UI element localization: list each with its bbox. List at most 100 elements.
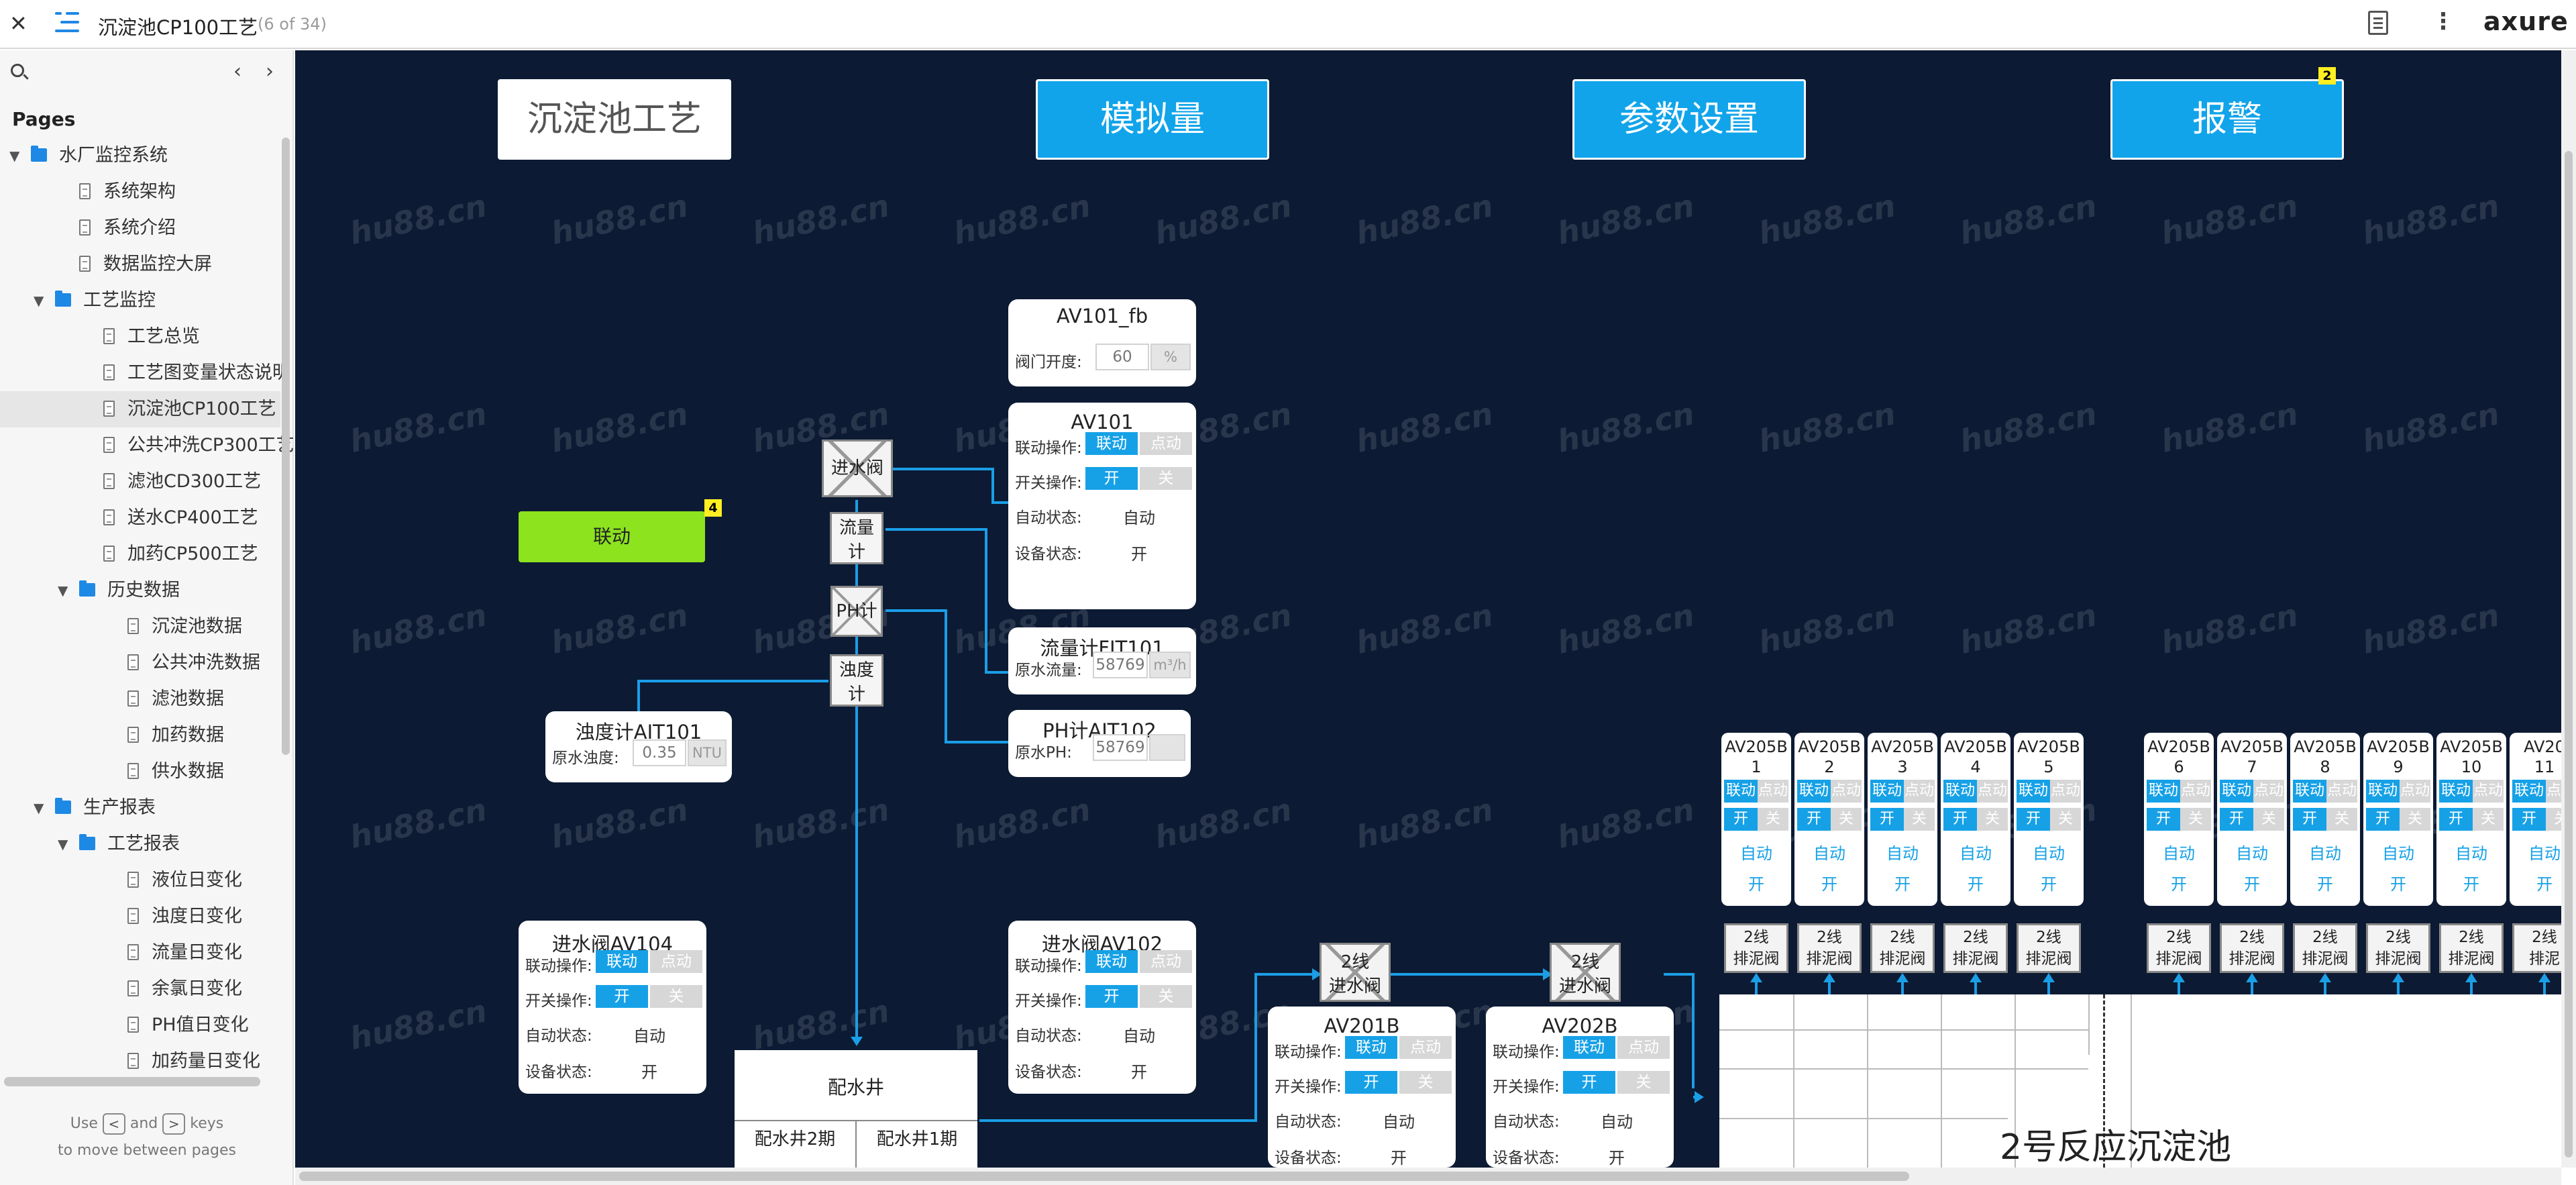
expand-arrow-icon[interactable]: ▼ [9,148,20,164]
open-button[interactable]: 开 [2366,808,2400,831]
hamburger-icon[interactable] [55,12,79,35]
page-item[interactable]: 余氯日变化 [0,971,280,1007]
open-button[interactable]: 开 [1724,808,1758,831]
page-item[interactable]: 公共冲洗CP300工艺 [0,427,294,464]
close-button[interactable]: 关 [1140,467,1192,490]
line2-inlet-valve-b[interactable]: 2线 进水阀 [1550,943,1621,1002]
link-button[interactable]: 联动 [1563,1036,1615,1059]
close-button[interactable]: 关 [2180,808,2211,831]
link-button[interactable]: 联动 [2147,780,2180,803]
link-button[interactable]: 联动 [1085,432,1138,455]
analog-page-button[interactable]: 模拟量 [1036,79,1269,160]
close-button[interactable]: 关 [2253,808,2284,831]
measure-value[interactable]: 0.35 [633,739,686,766]
canvas-vertical-scrollbar[interactable] [2561,50,2576,1168]
open-button[interactable]: 开 [2017,808,2050,831]
open-button[interactable]: 开 [1870,808,1904,831]
close-button[interactable]: 关 [1758,808,1788,831]
page-item[interactable]: 供水数据 [0,754,280,790]
drain-valve[interactable]: 2线 排泥阀 [2293,923,2357,973]
drain-valve[interactable]: 2线 排泥阀 [2017,923,2081,973]
page-item[interactable]: 液位日变化 [0,862,280,898]
page-item[interactable]: 送水CP400工艺 [0,500,280,536]
open-button[interactable]: 开 [1085,467,1138,490]
close-button[interactable]: 关 [1617,1071,1670,1094]
page-item[interactable]: 加药CP500工艺 [0,536,280,572]
spot-button[interactable]: 点动 [1831,780,1862,803]
drain-valve[interactable]: 2线 排泥阀 [2147,923,2211,973]
sidebar-horizontal-scrollbar[interactable] [4,1077,260,1086]
expand-arrow-icon[interactable]: ▼ [34,293,44,309]
open-button[interactable]: 开 [1563,1071,1615,1094]
link-button[interactable]: 联动 [1797,780,1831,803]
open-button[interactable]: 开 [1085,985,1138,1008]
search-icon[interactable] [11,64,24,77]
link-button[interactable]: 联动 [1724,780,1758,803]
close-button[interactable]: 关 [1904,808,1935,831]
mode-link-button[interactable]: 联动 [519,511,705,562]
close-button[interactable]: 关 [1399,1071,1452,1094]
measure-value[interactable]: 60 [1095,344,1149,370]
line2-inlet-valve-a[interactable]: 2线 进水阀 [1320,943,1391,1002]
more-vertical-icon[interactable]: ⋮ [2432,8,2455,35]
drain-valve[interactable]: 2线 排泥阀 [2220,923,2284,973]
link-button[interactable]: 联动 [1345,1036,1397,1059]
drain-valve[interactable]: 2线 排泥阀 [1797,923,1862,973]
open-button[interactable]: 开 [2439,808,2473,831]
link-button[interactable]: 联动 [2293,780,2326,803]
link-button[interactable]: 联动 [2512,780,2546,803]
close-button[interactable]: 关 [1831,808,1862,831]
close-button[interactable]: 关 [2400,808,2430,831]
close-button[interactable]: 关 [1977,808,2008,831]
folder-item[interactable]: ▼水厂监控系统 [0,138,280,174]
close-button[interactable]: 关 [2546,808,2561,831]
page-item[interactable]: 沉淀池数据 [0,609,280,645]
spot-button[interactable]: 点动 [2180,780,2211,803]
close-icon[interactable]: ✕ [9,11,28,36]
open-button[interactable]: 开 [2220,808,2253,831]
link-button[interactable]: 联动 [1085,950,1138,973]
page-item[interactable]: 公共冲洗数据 [0,645,280,681]
link-button[interactable]: 联动 [1943,780,1977,803]
open-button[interactable]: 开 [2512,808,2546,831]
spot-button[interactable]: 点动 [2253,780,2284,803]
params-page-button[interactable]: 参数设置 [1572,79,1806,160]
canvas-horizontal-scrollbar[interactable] [295,1168,2561,1185]
drain-valve[interactable]: 2线 排泥阀 [2366,923,2430,973]
page-item[interactable]: PH值日变化 [0,1007,280,1043]
spot-button[interactable]: 点动 [2400,780,2430,803]
expand-arrow-icon[interactable]: ▼ [34,800,44,816]
link-button[interactable]: 联动 [2017,780,2050,803]
open-button[interactable]: 开 [2147,808,2180,831]
close-button[interactable]: 关 [2050,808,2081,831]
prev-page-icon[interactable]: ‹ [233,60,241,83]
close-button[interactable]: 关 [2473,808,2504,831]
drain-valve[interactable]: 2线 排泥 [2512,923,2561,973]
measure-value[interactable]: 58769 [1093,652,1148,678]
close-button[interactable]: 关 [2326,808,2357,831]
spot-button[interactable]: 点动 [2546,780,2561,803]
page-item[interactable]: 系统架构 [0,174,280,210]
notes-icon[interactable] [2368,11,2388,35]
spot-button[interactable]: 点动 [1140,950,1192,973]
open-button[interactable]: 开 [596,985,648,1008]
page-item[interactable]: 浊度日变化 [0,898,280,935]
page-item[interactable]: 加药量日变化 [0,1043,280,1080]
ph-meter-device[interactable]: PH计 [830,586,883,637]
open-button[interactable]: 开 [1345,1071,1397,1094]
spot-button[interactable]: 点动 [2473,780,2504,803]
page-item[interactable]: 工艺图变量状态说明 [0,355,290,391]
open-button[interactable]: 开 [2293,808,2326,831]
open-button[interactable]: 开 [1943,808,1977,831]
spot-button[interactable]: 点动 [2326,780,2357,803]
drain-valve[interactable]: 2线 排泥阀 [1943,923,2008,973]
folder-item[interactable]: ▼工艺监控 [0,282,280,319]
alarm-page-button[interactable]: 报警 [2110,79,2344,160]
link-button[interactable]: 联动 [1870,780,1904,803]
process-page-button[interactable]: 沉淀池工艺 [498,79,731,160]
page-item[interactable]: 流量日变化 [0,935,280,971]
expand-arrow-icon[interactable]: ▼ [58,582,68,599]
spot-button[interactable]: 点动 [1140,432,1192,455]
link-button[interactable]: 联动 [2366,780,2400,803]
spot-button[interactable]: 点动 [2050,780,2081,803]
